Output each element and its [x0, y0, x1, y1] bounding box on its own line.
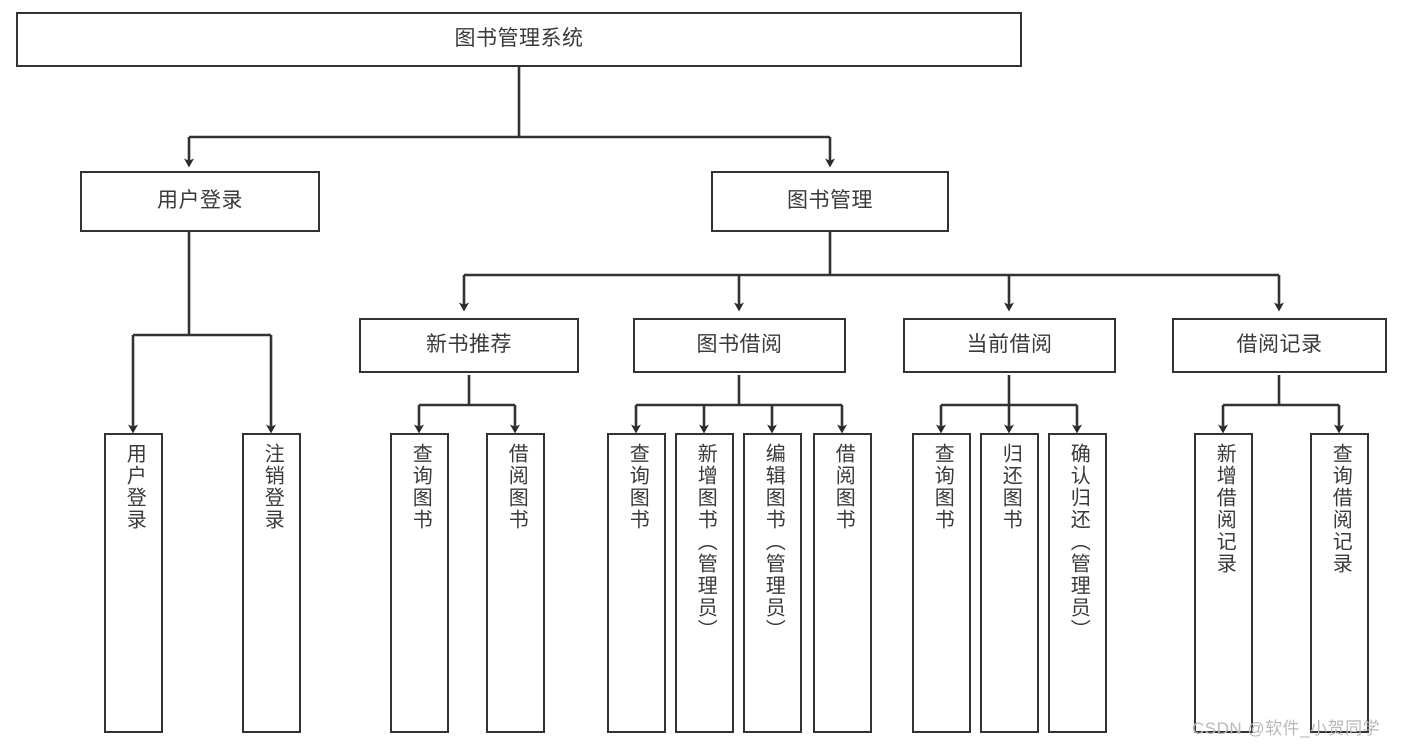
node-label: 用户登录 [123, 443, 146, 531]
node-label: 图书管理系统 [454, 27, 584, 51]
leaf-borrow-query-book[interactable]: 查询图书 [607, 433, 666, 733]
leaf-record-add-borrow-record[interactable]: 新增借阅记录 [1194, 433, 1253, 733]
node-label: 用户登录 [157, 189, 243, 213]
node-label: 查询借阅记录 [1329, 443, 1352, 575]
node-label: 新增借阅记录 [1213, 443, 1236, 575]
node-label: 新增图书（管理员） [694, 443, 717, 641]
leaf-borrow-borrow-book[interactable]: 借阅图书 [813, 433, 872, 733]
node-user-login[interactable]: 用户登录 [80, 171, 320, 232]
leaf-user-logout[interactable]: 注销登录 [242, 433, 301, 733]
node-label: 归还图书 [999, 443, 1022, 531]
leaf-user-login[interactable]: 用户登录 [104, 433, 163, 733]
node-label: 编辑图书（管理员） [762, 443, 785, 641]
node-label: 借阅记录 [1236, 333, 1323, 357]
node-new-book-recommend[interactable]: 新书推荐 [359, 318, 579, 373]
node-label: 图书管理 [787, 189, 873, 213]
leaf-current-confirm-return-admin[interactable]: 确认归还（管理员） [1048, 433, 1107, 733]
node-label: 借阅图书 [505, 443, 528, 531]
node-label: 图书借阅 [696, 333, 783, 357]
leaf-current-return-book[interactable]: 归还图书 [980, 433, 1039, 733]
leaf-borrow-add-book-admin[interactable]: 新增图书（管理员） [675, 433, 734, 733]
node-book-borrow[interactable]: 图书借阅 [633, 318, 846, 373]
node-label: 借阅图书 [832, 443, 855, 531]
node-label: 查询图书 [931, 443, 954, 531]
leaf-recommend-query-book[interactable]: 查询图书 [390, 433, 449, 733]
node-label: 新书推荐 [426, 333, 512, 357]
node-current-borrow[interactable]: 当前借阅 [903, 318, 1116, 373]
leaf-recommend-borrow-book[interactable]: 借阅图书 [486, 433, 545, 733]
node-label: 查询图书 [626, 443, 649, 531]
leaf-borrow-edit-book-admin[interactable]: 编辑图书（管理员） [743, 433, 802, 733]
node-book-management[interactable]: 图书管理 [711, 171, 949, 232]
leaf-record-query-borrow-record[interactable]: 查询借阅记录 [1310, 433, 1369, 733]
node-label: 当前借阅 [966, 333, 1053, 357]
leaf-current-query-book[interactable]: 查询图书 [912, 433, 971, 733]
node-root-book-management-system[interactable]: 图书管理系统 [16, 12, 1022, 67]
node-borrow-record[interactable]: 借阅记录 [1172, 318, 1387, 373]
node-label: 查询图书 [409, 443, 432, 531]
node-label: 确认归还（管理员） [1067, 443, 1090, 641]
node-label: 注销登录 [261, 443, 284, 531]
